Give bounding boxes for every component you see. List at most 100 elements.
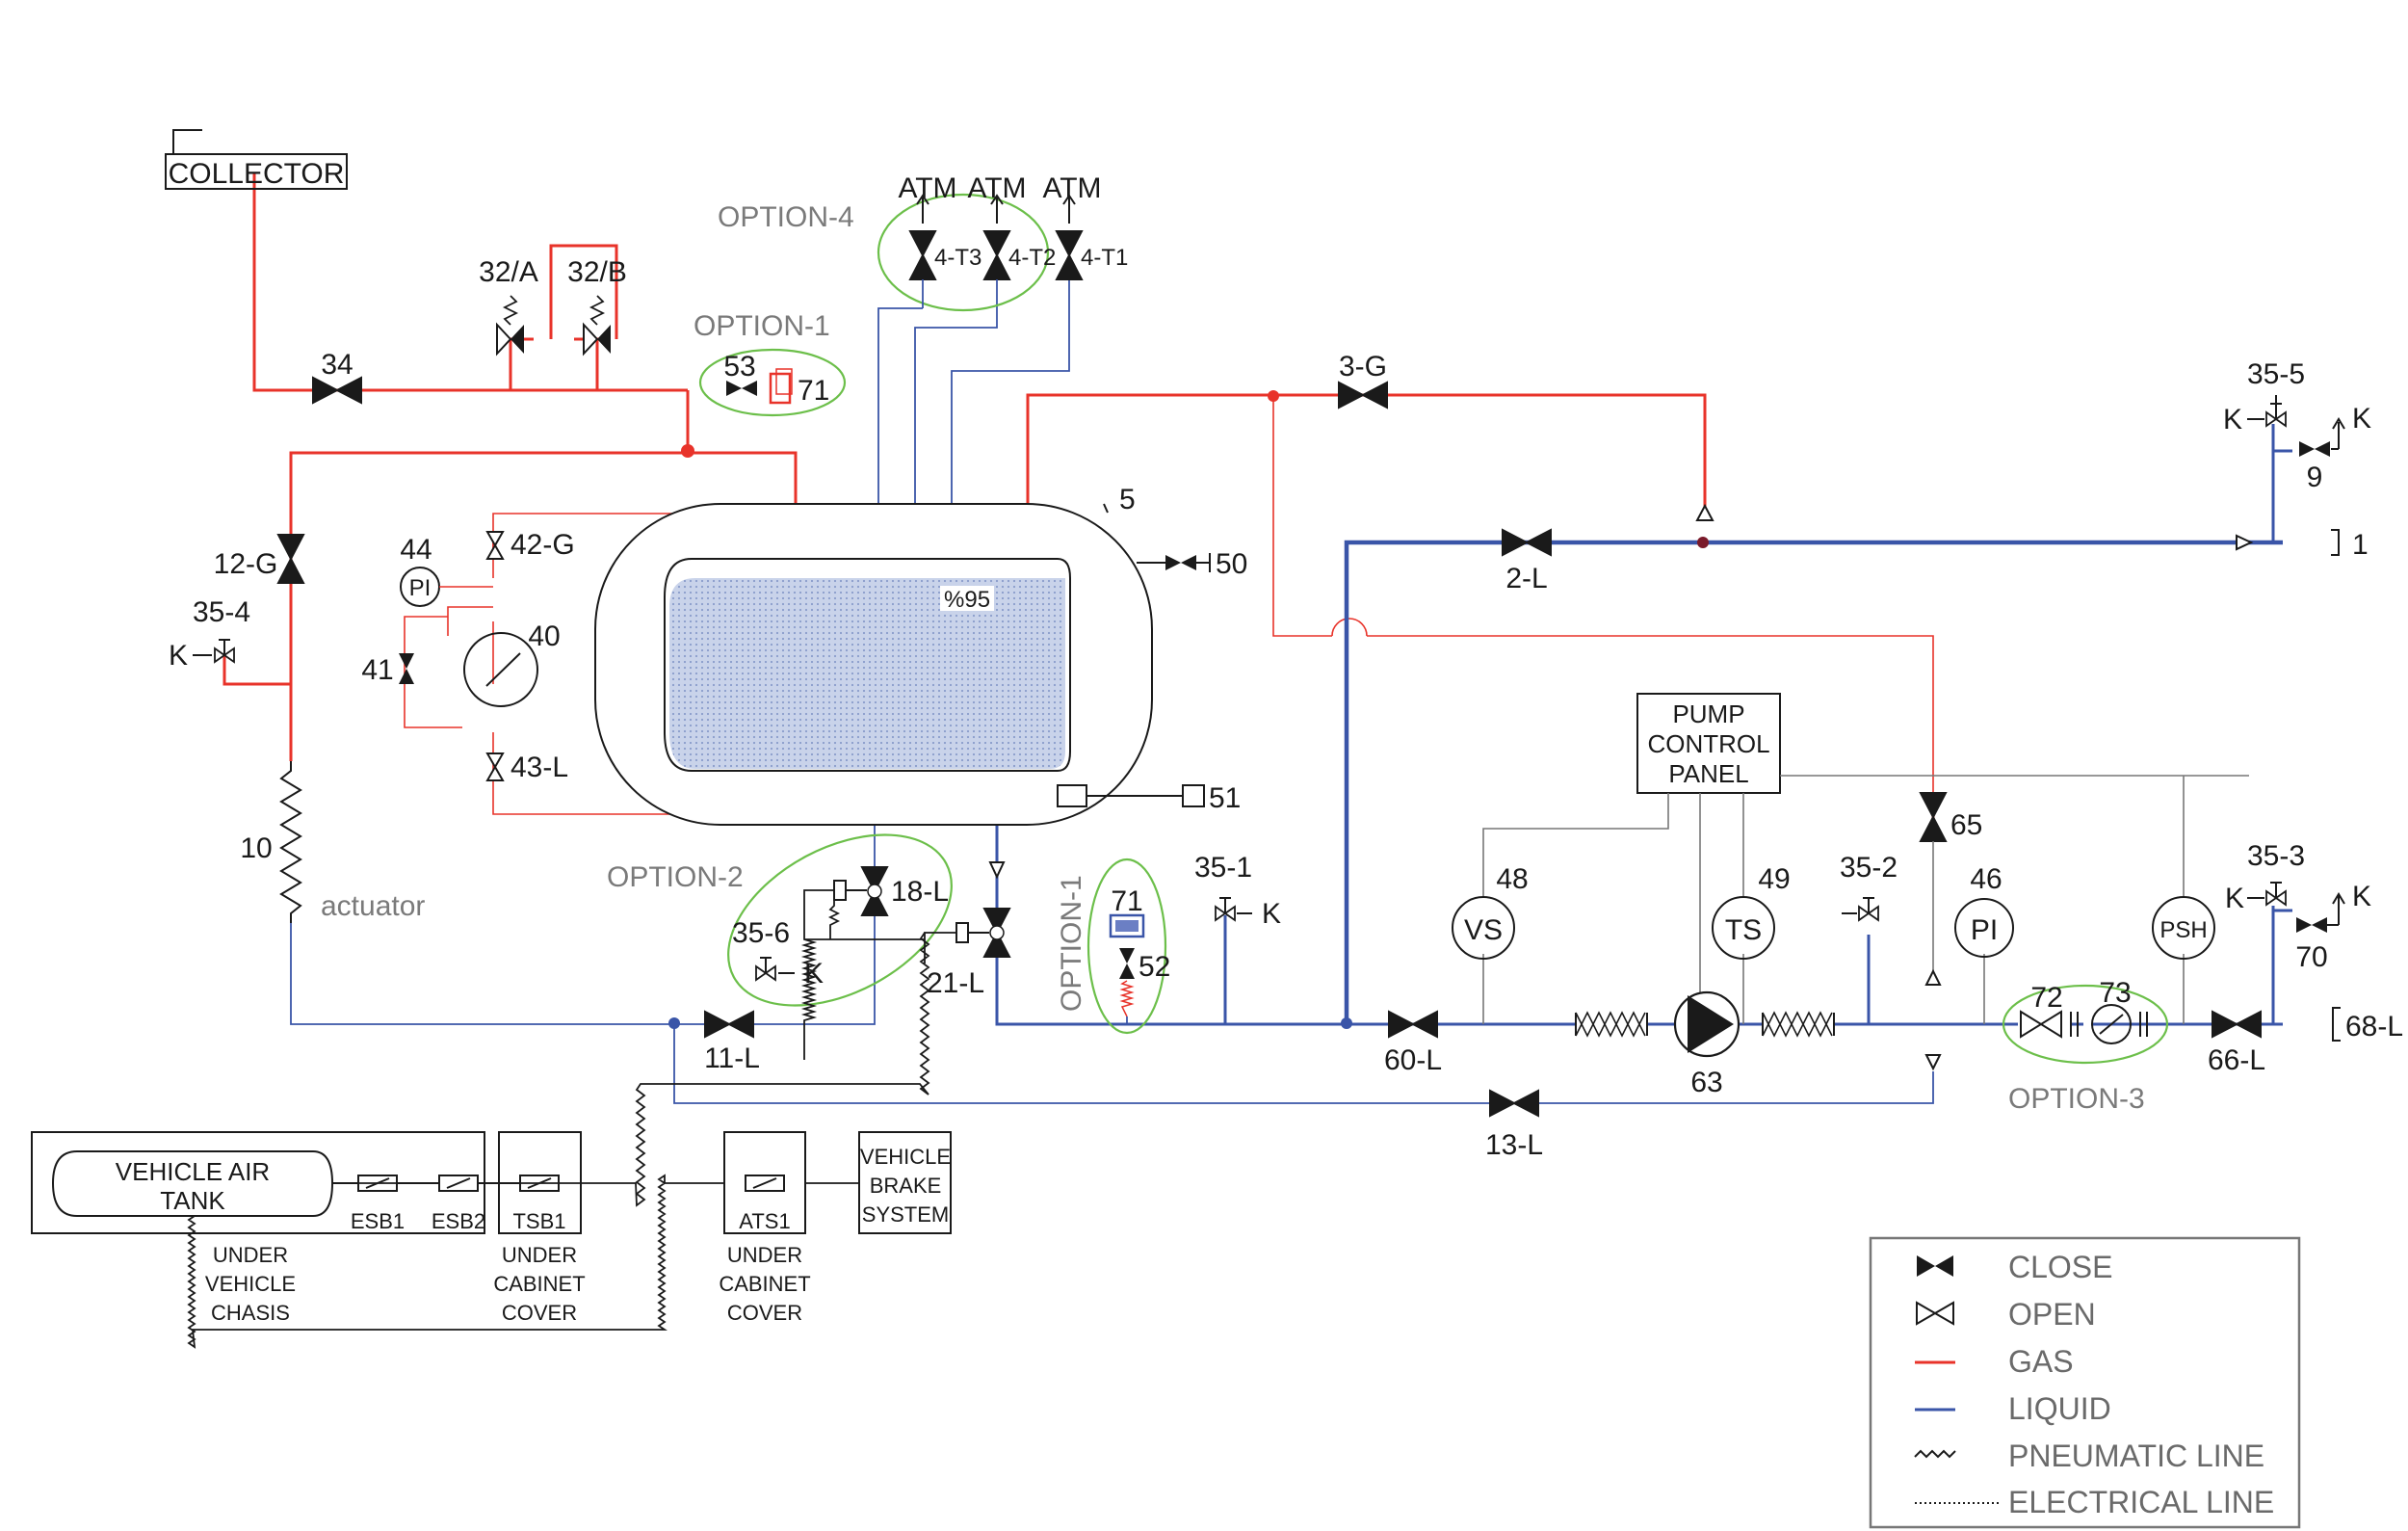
vbs-line-3: SYSTEM xyxy=(862,1202,949,1227)
option-4-ring xyxy=(877,193,1050,312)
valve-35-4-label: 35-4 xyxy=(193,596,250,628)
check-valve-21 xyxy=(988,861,1006,880)
legend-liquid: LIQUID xyxy=(2008,1391,2111,1426)
valve-3-g[interactable] xyxy=(1338,382,1388,409)
valve-12-g[interactable] xyxy=(277,534,304,584)
pi-44-text: PI xyxy=(409,575,432,601)
pneumatic-lines xyxy=(187,889,956,1349)
legend-open: OPEN xyxy=(2008,1297,2096,1332)
valve-34-label: 34 xyxy=(321,349,353,381)
atm-label-3: ATM xyxy=(1042,172,1101,204)
option-3-ring xyxy=(2002,984,2169,1065)
valve-42-g[interactable] xyxy=(486,531,504,560)
under-cabinet-b-1: UNDER xyxy=(727,1243,802,1267)
relief-valve-32b[interactable] xyxy=(583,295,611,356)
pressure-indicator-46 xyxy=(1954,898,2014,958)
device-71-mid-label: 71 xyxy=(1111,885,1142,917)
flex-hose-1 xyxy=(1575,1011,1648,1038)
valve-32a-label: 32/A xyxy=(479,256,538,288)
pump-panel-line-1: PUMP xyxy=(1672,700,1744,728)
valve-53[interactable] xyxy=(726,381,757,396)
valve-66-l[interactable] xyxy=(2212,1011,2262,1038)
valve-50[interactable] xyxy=(1165,555,1196,570)
under-cabinet-a-3: COVER xyxy=(502,1301,577,1325)
valve-35-2-label: 35-2 xyxy=(1840,852,1898,884)
k-label-70: K xyxy=(2352,881,2371,912)
legend-pneumatic: PNEUMATIC LINE xyxy=(2008,1439,2264,1473)
k-label-353: K xyxy=(2225,883,2244,914)
legend-open-icon xyxy=(1916,1301,1954,1326)
collector-label: COLLECTOR xyxy=(169,158,345,190)
legend-pneumatic-swatch xyxy=(1914,1449,1956,1459)
valve-2-l[interactable] xyxy=(1502,529,1552,556)
fill-percent-label: %95 xyxy=(944,587,990,613)
k-label-351: K xyxy=(1262,898,1281,930)
pi-46-text: PI xyxy=(1971,914,1998,946)
test-valve-35-3[interactable] xyxy=(2265,882,2287,906)
valve-52-label: 52 xyxy=(1139,951,1170,983)
valve-41-label: 41 xyxy=(361,654,393,686)
valve-4-t3-label: 4-T3 xyxy=(934,245,982,271)
flow-meter-73-label: 73 xyxy=(2099,977,2131,1009)
valve-65[interactable] xyxy=(1920,792,1947,842)
atm-vents xyxy=(916,194,1076,224)
valve-9[interactable] xyxy=(2299,441,2330,457)
pump-panel-line-3: PANEL xyxy=(1668,759,1748,788)
legend: CLOSE OPEN GAS LIQUID PNEUMATIC LINE ELE… xyxy=(1869,1236,2301,1529)
test-valve-35-6[interactable] xyxy=(755,957,776,981)
valve-34[interactable] xyxy=(312,377,362,404)
point-5-label: 5 xyxy=(1119,484,1136,515)
valve-52[interactable] xyxy=(1119,948,1135,979)
ts-text: TS xyxy=(1725,914,1762,946)
ats1-enclosure xyxy=(723,1131,806,1234)
legend-electrical: ELECTRICAL LINE xyxy=(2008,1485,2274,1519)
flow-meter-73 xyxy=(2091,1004,2132,1044)
gauge-44-label: 44 xyxy=(400,534,432,566)
relief-valve-32a[interactable] xyxy=(496,295,524,356)
valve-60-l-label: 60-L xyxy=(1384,1044,1442,1076)
under-cabinet-b-3: COVER xyxy=(727,1301,802,1325)
valve-43-l-label: 43-L xyxy=(510,752,568,783)
valve-60-l[interactable] xyxy=(1388,1011,1438,1038)
legend-close-icon xyxy=(1917,1255,1953,1277)
valve-65-label: 65 xyxy=(1950,809,1982,841)
valve-9-label: 9 xyxy=(2307,462,2323,493)
switch-ats1 xyxy=(745,1175,785,1192)
option-1-top-label: OPTION-1 xyxy=(694,310,830,342)
valve-42-g-label: 42-G xyxy=(510,529,575,561)
vat-line-1: VEHICLE AIR xyxy=(116,1157,270,1186)
valve-21-l-label: 21-L xyxy=(927,967,984,999)
device-71-top xyxy=(769,372,792,405)
k-label-355: K xyxy=(2223,404,2242,436)
vbs-line-2: BRAKE xyxy=(870,1174,942,1198)
under-cabinet-b-2: CABINET xyxy=(719,1272,810,1296)
pump-panel-line-2: CONTROL xyxy=(1647,729,1769,758)
valve-13-l[interactable] xyxy=(1489,1090,1539,1117)
test-valve-35-2[interactable] xyxy=(1858,897,1879,921)
valve-43-l[interactable] xyxy=(486,752,504,781)
valve-35-6-label: 35-6 xyxy=(732,917,790,949)
check-valve-1 xyxy=(2236,534,2254,551)
flex-hose-2 xyxy=(1762,1011,1835,1038)
valve-53-label: 53 xyxy=(723,351,755,383)
pump-63-label: 63 xyxy=(1690,1067,1722,1098)
valve-41[interactable] xyxy=(399,653,414,684)
legend-close: CLOSE xyxy=(2008,1250,2112,1284)
valve-11-l[interactable] xyxy=(704,1011,754,1038)
valve-4-t2-label: 4-T2 xyxy=(1008,245,1056,271)
control-wiring xyxy=(1482,775,2249,1024)
valve-70-label: 70 xyxy=(2295,941,2327,973)
sensor-51-label: 51 xyxy=(1209,782,1241,814)
test-valve-35-5[interactable] xyxy=(2265,403,2287,427)
valve-4-t3[interactable] xyxy=(909,230,936,280)
vbs-line-1: VEHICLE xyxy=(860,1145,951,1169)
switch-tsb1 xyxy=(519,1175,560,1192)
liquid-level xyxy=(669,578,1065,769)
valve-70[interactable] xyxy=(2296,917,2327,933)
valve-4-t1[interactable] xyxy=(1056,230,1083,280)
valve-4-t2[interactable] xyxy=(983,230,1010,280)
atm-label-2: ATM xyxy=(967,172,1026,204)
outlet-68-l-label: 68-L xyxy=(2345,1011,2403,1043)
valve-13-l-label: 13-L xyxy=(1485,1129,1543,1161)
